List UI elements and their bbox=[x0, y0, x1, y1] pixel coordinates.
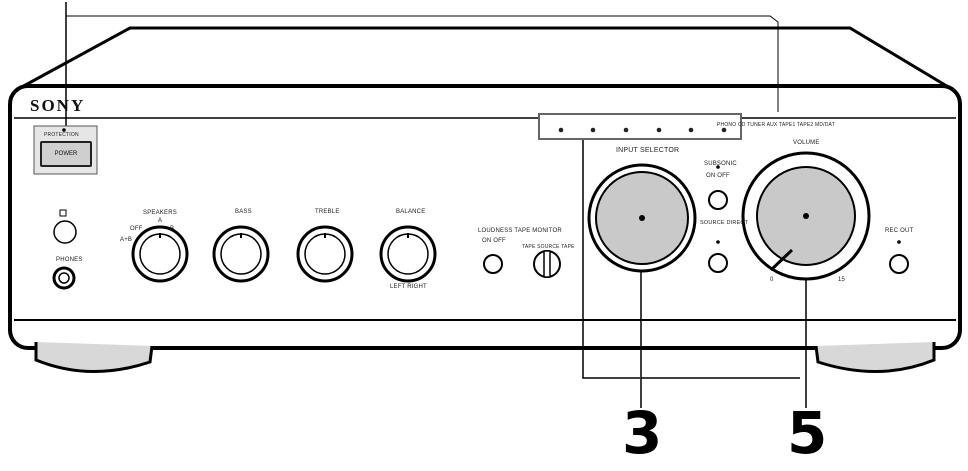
callout-line-top bbox=[66, 15, 779, 112]
subsonic-switch-label: ON OFF bbox=[706, 173, 730, 179]
speakers-b-label: B bbox=[170, 226, 175, 232]
speakers-ab-label: A+B bbox=[120, 237, 133, 243]
loudness-button[interactable] bbox=[483, 254, 503, 274]
balance-knob-inner bbox=[387, 233, 429, 275]
subsonic-label: SUBSONIC bbox=[704, 161, 737, 167]
volume-center bbox=[803, 213, 809, 219]
bass-label: BASS bbox=[235, 209, 252, 215]
speakers-label: SPEAKERS bbox=[143, 210, 177, 216]
volume-min-label: 0 bbox=[770, 277, 774, 283]
loudness-switch-label: ON OFF bbox=[482, 238, 506, 244]
source-direct-led bbox=[716, 240, 720, 244]
knob-marker bbox=[159, 233, 161, 238]
indicator-led bbox=[558, 127, 564, 133]
chassis-top bbox=[19, 26, 956, 90]
input-selector-label: INPUT SELECTOR bbox=[616, 147, 680, 154]
tape-source-label: TAPE SOURCE TAPE bbox=[522, 244, 575, 250]
small-icon bbox=[59, 209, 67, 217]
indicator-led bbox=[656, 127, 662, 133]
indicator-led bbox=[688, 127, 694, 133]
treble-knob-inner bbox=[304, 233, 346, 275]
volume-label: VOLUME bbox=[793, 140, 820, 146]
speakers-off-label: OFF bbox=[130, 226, 143, 232]
phones-jack-inner bbox=[58, 272, 70, 284]
volume-pointer bbox=[769, 248, 794, 272]
protection-label: PROTECTION bbox=[44, 132, 79, 138]
bass-knob-inner bbox=[220, 233, 262, 275]
knob-marker bbox=[240, 233, 242, 238]
power-label: POWER bbox=[54, 151, 78, 157]
front-panel bbox=[8, 84, 962, 350]
source-direct-button[interactable] bbox=[708, 253, 728, 273]
source-direct-label: SOURCE DIRECT bbox=[700, 220, 749, 226]
indicator-leds bbox=[558, 127, 727, 133]
protection-led bbox=[62, 128, 66, 132]
knob-markers bbox=[159, 233, 409, 238]
treble-label: TREBLE bbox=[315, 209, 340, 215]
foot-left bbox=[34, 342, 154, 374]
knob-marker bbox=[407, 233, 409, 238]
foot-right bbox=[814, 342, 936, 374]
power-button[interactable]: POWER bbox=[40, 141, 92, 167]
brand-logo: SONY bbox=[30, 96, 86, 115]
phones-label: PHONES bbox=[56, 257, 83, 263]
input-selector-center bbox=[639, 215, 645, 221]
callout-bracket-3 bbox=[582, 140, 640, 379]
loudness-tape-monitor-label: LOUDNESS TAPE MONITOR bbox=[478, 228, 562, 234]
callout-number-5: 5 bbox=[787, 399, 828, 467]
balance-label: BALANCE bbox=[396, 209, 426, 215]
indicator-led bbox=[590, 127, 596, 133]
subsonic-button[interactable] bbox=[708, 190, 728, 210]
speakers-knob-inner bbox=[139, 233, 181, 275]
rec-out-button[interactable] bbox=[889, 254, 909, 274]
subsonic-led bbox=[716, 165, 720, 169]
rec-out-led bbox=[897, 240, 901, 244]
indicator-led bbox=[721, 127, 727, 133]
small-button-left[interactable] bbox=[53, 220, 77, 244]
balance-range-label: LEFT RIGHT bbox=[390, 284, 427, 290]
indicator-row-label: PHONO CD TUNER AUX TAPE1 TAPE2 MD/DAT bbox=[717, 122, 835, 128]
callout-number-3: 3 bbox=[622, 399, 663, 467]
speakers-a-label: A bbox=[158, 218, 163, 224]
knob-marker bbox=[324, 233, 326, 238]
volume-max-label: 15 bbox=[838, 277, 846, 283]
indicator-led bbox=[623, 127, 629, 133]
tape-monitor-lever bbox=[543, 250, 551, 278]
indicator-highlight-box bbox=[538, 113, 742, 140]
rec-out-label: REC OUT bbox=[885, 228, 914, 234]
